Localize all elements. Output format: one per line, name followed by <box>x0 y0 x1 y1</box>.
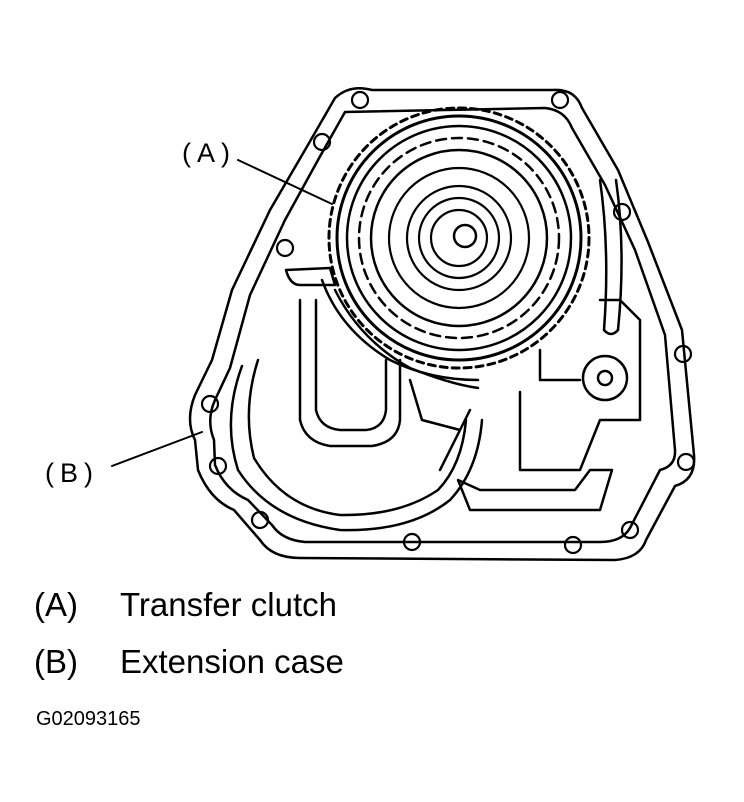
callout-a: (A) <box>182 138 236 168</box>
callout-b: (B) <box>45 458 99 488</box>
leader-line-a <box>237 159 333 205</box>
transfer-clutch <box>327 106 591 370</box>
case-outline <box>188 87 696 562</box>
legend-text: Transfer clutch <box>120 586 338 623</box>
leader-line-b <box>111 431 203 467</box>
case-internal-structure <box>229 178 642 532</box>
legend-text: Extension case <box>120 643 344 680</box>
figure-id: G02093165 <box>36 708 141 730</box>
extension-case-diagram <box>111 87 696 562</box>
bolt-holes <box>200 90 696 555</box>
legend-key: (B) <box>34 643 78 680</box>
legend-key: (A) <box>34 586 78 623</box>
